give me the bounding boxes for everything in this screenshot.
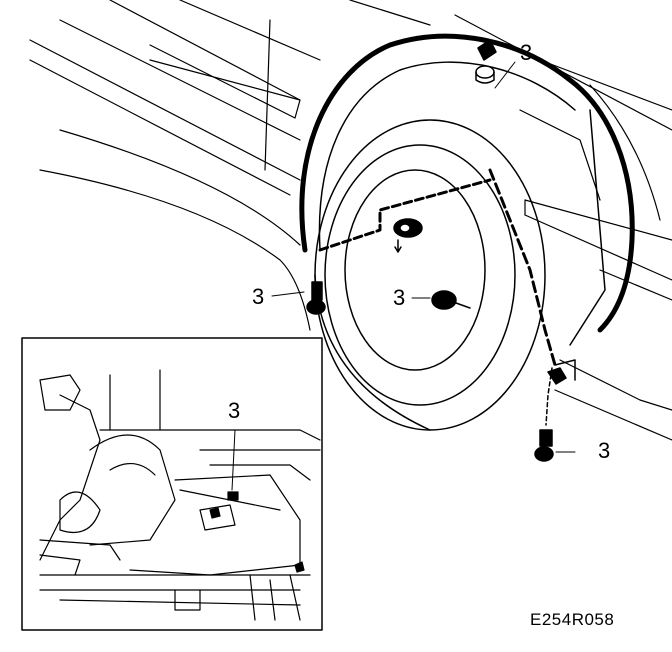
callout-3-inset: 3 xyxy=(228,398,241,423)
screw-bottom-right xyxy=(534,429,554,462)
callout-3-bottom-right: 3 xyxy=(598,438,611,463)
screw-top xyxy=(475,39,497,84)
clip-center-upper xyxy=(393,218,423,253)
figure-code: E254R058 xyxy=(530,610,615,629)
callout-3-left: 3 xyxy=(252,284,265,309)
inset-detail xyxy=(21,337,323,631)
callout-3-top: 3 xyxy=(520,40,533,65)
screw-left xyxy=(306,281,326,315)
wheel xyxy=(314,119,546,431)
body-panels xyxy=(29,0,672,441)
wheel-arch-liner xyxy=(299,33,635,381)
callout-3-center: 3 xyxy=(393,285,406,310)
screw-center xyxy=(431,290,471,310)
fasteners xyxy=(306,39,567,462)
leader-lines xyxy=(271,61,576,453)
